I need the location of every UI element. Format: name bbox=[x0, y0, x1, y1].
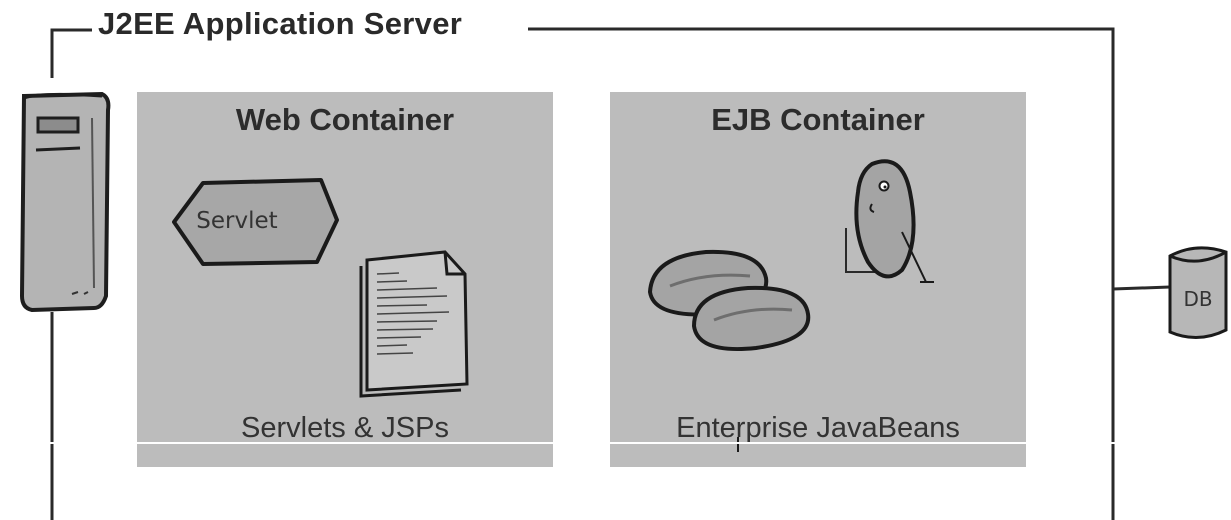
divider-line bbox=[0, 442, 1231, 444]
bean-icon bbox=[691, 285, 811, 351]
jsp-document-icon bbox=[359, 250, 469, 398]
web-container: Web Container Servlet bbox=[137, 92, 553, 467]
server-title: J2EE Application Server bbox=[92, 6, 469, 42]
database-icon: DB bbox=[1168, 246, 1228, 339]
bean-character-icon bbox=[845, 159, 934, 283]
servlet-label: Servlet bbox=[196, 208, 277, 234]
ejb-container: EJB Container Ent bbox=[610, 92, 1026, 467]
web-container-art: Servlet bbox=[172, 178, 469, 398]
web-container-title: Web Container bbox=[235, 102, 455, 137]
frame-top-left bbox=[50, 28, 94, 78]
ejb-container-caption: Enterprise JavaBeans bbox=[676, 412, 960, 444]
db-label: DB bbox=[1183, 287, 1212, 311]
frame-right bbox=[528, 27, 1115, 520]
ejb-container-title: EJB Container bbox=[711, 102, 925, 137]
ejb-container-art bbox=[647, 159, 934, 452]
servlet-icon: Servlet bbox=[172, 178, 339, 266]
web-container-caption: Servlets & JSPs bbox=[241, 412, 449, 444]
server-tower-icon bbox=[19, 91, 111, 313]
db-connector bbox=[1112, 285, 1171, 291]
